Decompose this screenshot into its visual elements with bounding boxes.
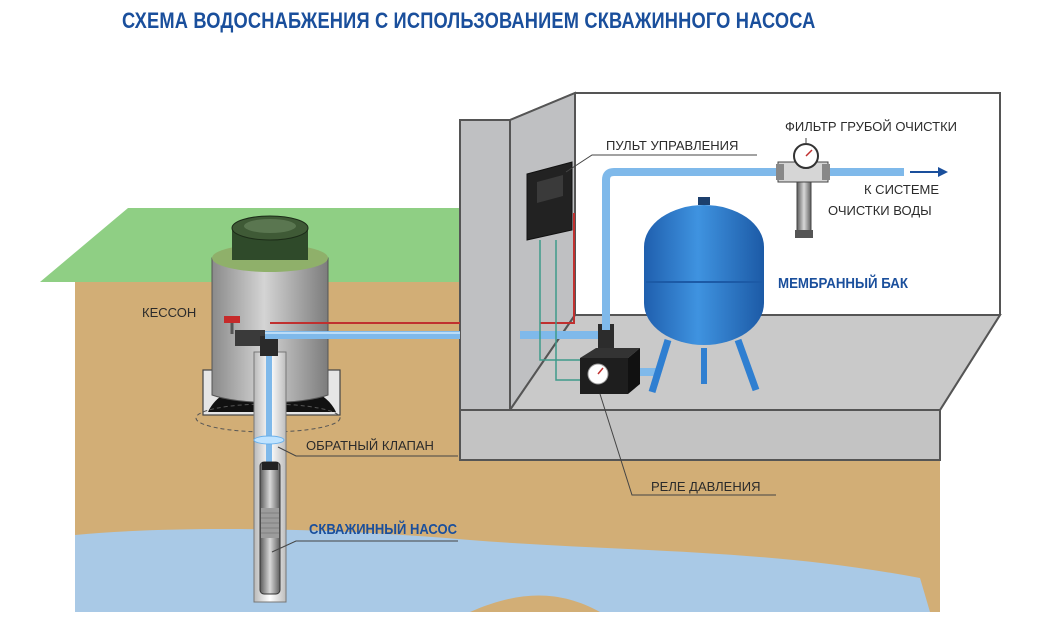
well <box>253 340 287 603</box>
riser-pipe <box>602 168 782 330</box>
caisson-fittings <box>224 316 460 356</box>
control-panel <box>526 161 573 241</box>
tank-leg-left <box>648 338 672 394</box>
well-pipe <box>266 340 272 470</box>
pipe-through-wall <box>520 331 612 339</box>
pressure-relay <box>580 348 640 394</box>
membrane-tank <box>644 197 764 394</box>
label-check-valve: ОБРАТНЫЙ КЛАПАН <box>306 438 434 453</box>
label-coarse-filter: ФИЛЬТР ГРУБОЙ ОЧИСТКИ <box>785 119 957 134</box>
label-to-system-line2: ОЧИСТКИ ВОДЫ <box>828 203 932 218</box>
label-control-panel: ПУЛЬТ УПРАВЛЕНИЯ <box>606 138 738 153</box>
label-pressure-relay: РЕЛЕ ДАВЛЕНИЯ <box>651 479 760 494</box>
label-to-system-line1: К СИСТЕМЕ <box>864 182 939 197</box>
label-well-pump: СКВАЖИННЫЙ НАСОС <box>309 520 457 538</box>
leader-check-valve <box>277 446 458 457</box>
arrow-right-icon <box>910 167 948 177</box>
leader-well-pump <box>271 540 458 553</box>
foundation <box>459 409 941 461</box>
label-membrane-tank: МЕМБРАННЫЙ БАК <box>778 274 909 292</box>
ball-valve-handle <box>224 316 240 323</box>
label-caisson: КЕССОН <box>142 305 196 320</box>
check-valve-ring <box>253 435 285 445</box>
leader-pressure-relay <box>599 393 776 496</box>
leader-control-panel <box>565 154 757 173</box>
tank-leg-right <box>734 338 760 392</box>
leader-lines <box>271 138 807 553</box>
tank-body <box>644 205 764 345</box>
aquifer-water <box>75 528 930 612</box>
page-title: СХЕМА ВОДОСНАБЖЕНИЯ С ИСПОЛЬЗОВАНИЕМ СКВ… <box>122 8 816 33</box>
outlet-pipe <box>822 168 904 176</box>
supply-pipe-underground <box>265 331 460 339</box>
coarse-filter <box>776 143 830 238</box>
